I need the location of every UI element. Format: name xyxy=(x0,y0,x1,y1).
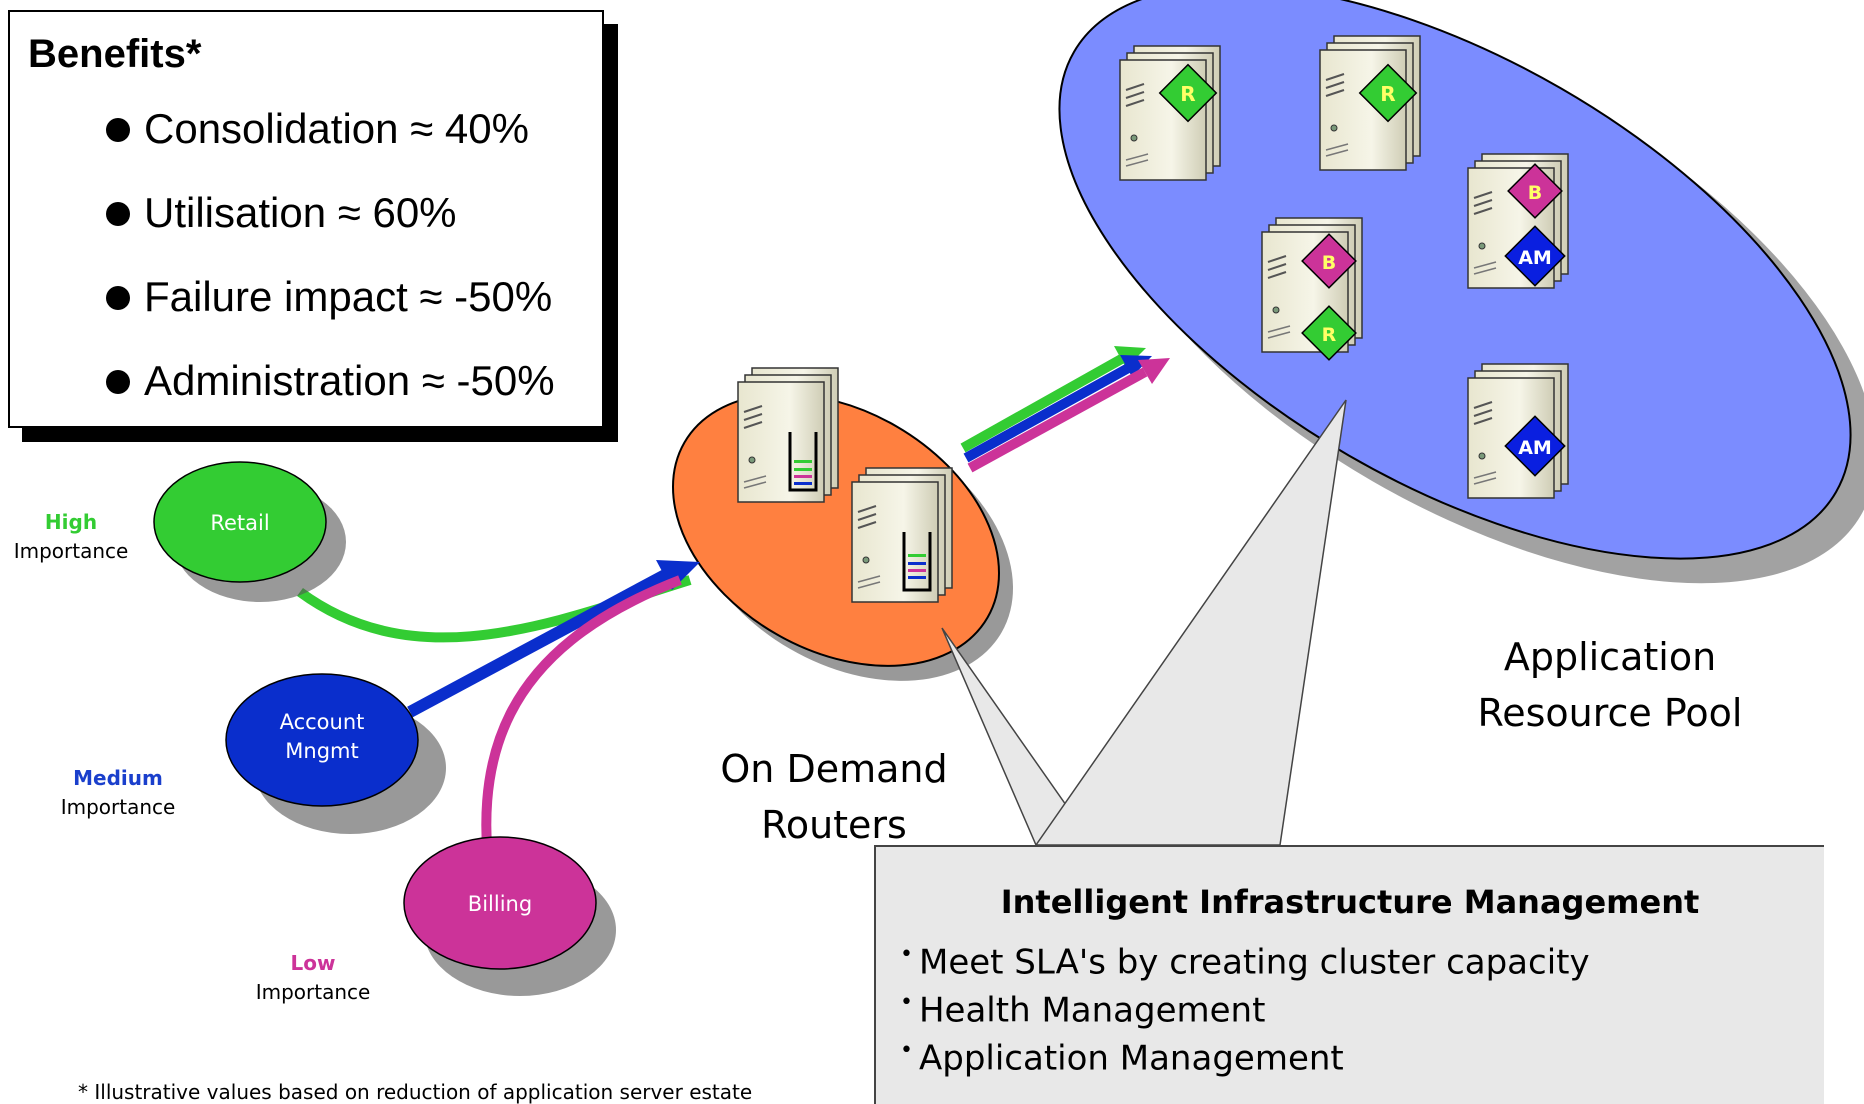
queue-icon xyxy=(788,432,818,492)
badge-r: R xyxy=(1358,63,1418,123)
svg-text:R: R xyxy=(1322,324,1337,346)
app-retail-label: Retail xyxy=(210,511,269,535)
pool-label-line1: Application xyxy=(1504,635,1716,679)
app-billing-label: Billing xyxy=(468,892,532,916)
callout-item: •Health Management xyxy=(900,990,1266,1031)
benefits-list: Consolidation ≈ 40% Utilisation ≈ 60% Fa… xyxy=(106,108,555,444)
callout-item: •Meet SLA's by creating cluster capacity xyxy=(900,942,1590,983)
importance-medium-label: Medium xyxy=(73,766,163,790)
benefits-box: Benefits* Consolidation ≈ 40% Utilisatio… xyxy=(8,10,604,428)
importance-low-label: Low xyxy=(291,951,336,975)
footnote: * Illustrative values based on reduction… xyxy=(78,1080,753,1104)
badge-am: AM xyxy=(1504,225,1566,287)
router-to-pool-arrows xyxy=(960,346,1170,473)
bullet-icon xyxy=(106,202,130,226)
badge-b: B xyxy=(1301,233,1357,289)
badge-am: AM xyxy=(1504,415,1566,477)
app-retail[interactable]: Retail xyxy=(153,461,346,602)
bullet-icon xyxy=(106,370,130,394)
infrastructure-callout: Intelligent Infrastructure Management •M… xyxy=(874,845,1824,1104)
benefit-item: Administration ≈ -50% xyxy=(106,360,555,444)
callout-title: Intelligent Infrastructure Management xyxy=(1000,883,1700,921)
importance-high-word: Importance xyxy=(14,539,129,563)
routers-label-line1: On Demand xyxy=(720,747,947,791)
badge-b: B xyxy=(1507,163,1563,219)
svg-text:B: B xyxy=(1528,182,1542,204)
benefits-title: Benefits* xyxy=(28,32,202,76)
svg-text:AM: AM xyxy=(1518,247,1552,269)
pool-label-line2: Resource Pool xyxy=(1478,691,1743,735)
app-billing[interactable]: Billing xyxy=(403,836,616,996)
router-server-2[interactable] xyxy=(851,467,953,603)
pool-server-4[interactable]: B AM xyxy=(1467,153,1569,289)
svg-text:R: R xyxy=(1180,82,1195,106)
bullet-icon xyxy=(106,118,130,142)
svg-text:B: B xyxy=(1322,252,1336,274)
routers-label-line2: Routers xyxy=(761,803,907,847)
svg-text:AM: AM xyxy=(1518,437,1552,459)
router-server-1[interactable] xyxy=(737,367,839,503)
callout-item: •Application Management xyxy=(900,1038,1344,1079)
pool-server-2[interactable]: R xyxy=(1319,35,1421,171)
benefit-item: Failure impact ≈ -50% xyxy=(106,276,555,360)
resource-pool-ellipse xyxy=(1058,0,1864,584)
benefit-item: Utilisation ≈ 60% xyxy=(106,192,555,276)
importance-high-label: High xyxy=(45,510,97,534)
bullet-icon xyxy=(106,286,130,310)
callout-list: •Meet SLA's by creating cluster capacity… xyxy=(900,931,1590,1079)
importance-medium-word: Importance xyxy=(61,795,176,819)
badge-r: R xyxy=(1158,63,1218,123)
routers-ellipse xyxy=(672,393,1013,681)
importance-low-word: Importance xyxy=(256,980,371,1004)
pool-server-5[interactable]: AM xyxy=(1467,363,1569,499)
svg-text:R: R xyxy=(1380,82,1395,106)
app-account-mngmt[interactable]: Account Mngmt xyxy=(225,673,446,834)
pool-server-1[interactable]: R xyxy=(1119,45,1221,181)
queue-icon xyxy=(902,532,932,592)
badge-r: R xyxy=(1301,305,1357,361)
benefit-item: Consolidation ≈ 40% xyxy=(106,108,555,192)
pool-server-3[interactable]: B R xyxy=(1261,217,1363,361)
app-account-label-line1: Account xyxy=(280,710,365,734)
app-account-label-line2: Mngmt xyxy=(285,739,358,763)
